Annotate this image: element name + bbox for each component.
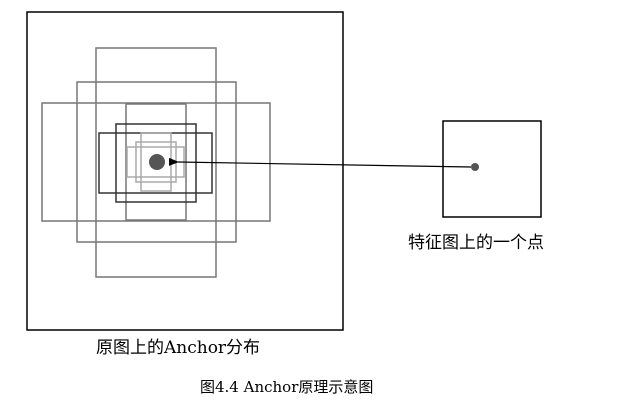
feature-point-label: 特征图上的一个点	[408, 233, 544, 253]
original-image-label: 原图上的Anchor分布	[96, 338, 261, 358]
anchor-center-dot	[149, 154, 165, 170]
mapping-arrow	[168, 157, 472, 168]
anchor-box-large-square	[76, 81, 237, 243]
anchor-box-large-wide	[41, 102, 271, 222]
feature-point-dot	[471, 163, 479, 171]
feature-map-frame	[442, 120, 542, 218]
anchor-box-medium-square	[115, 123, 197, 203]
original-image-frame	[26, 11, 344, 331]
figure-caption: 图4.4 Anchor原理示意图	[200, 378, 374, 396]
